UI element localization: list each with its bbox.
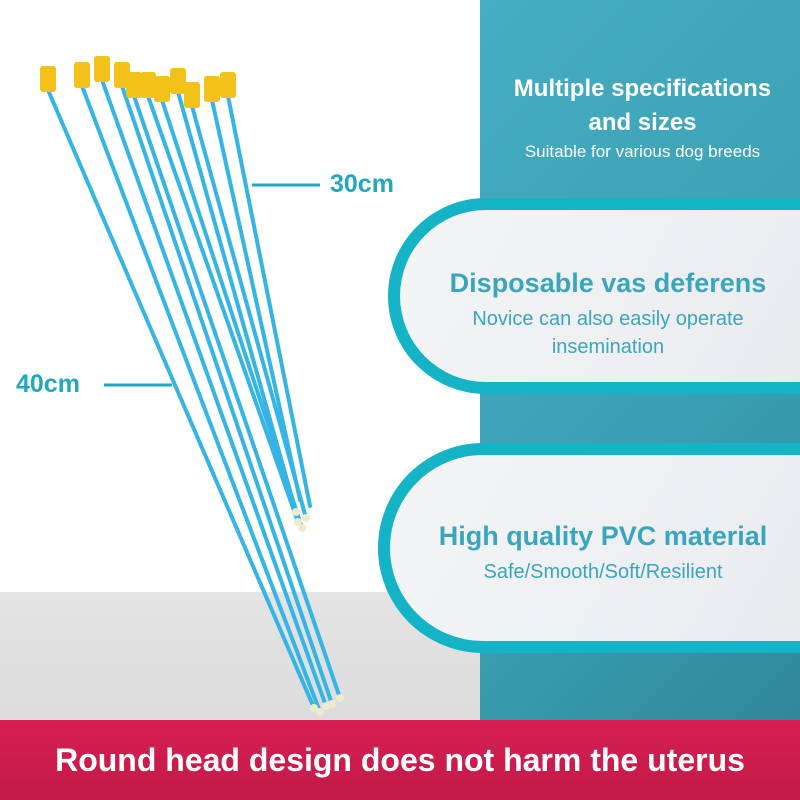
feature-card-disposable: Disposable vas deferens Novice can also … bbox=[388, 198, 800, 394]
feature-title: High quality PVC material bbox=[438, 521, 768, 551]
header-title-line1: Multiple specifications bbox=[513, 75, 772, 102]
length-label-30cm: 30cm bbox=[330, 170, 394, 198]
bottom-banner: Round head design does not harm the uter… bbox=[0, 720, 800, 800]
feature-desc-line1: Novice can also easily operate bbox=[472, 308, 744, 330]
header-title-line2: and sizes bbox=[588, 109, 697, 136]
header-subtitle: Suitable for various dog breeds bbox=[524, 142, 761, 161]
feature-title: Disposable vas deferens bbox=[449, 268, 767, 298]
feature-card-pvc: High quality PVC material Safe/Smooth/So… bbox=[378, 443, 800, 653]
feature-desc: Safe/Smooth/Soft/Resilient bbox=[483, 561, 723, 583]
header-block: Multiple specifications and sizes Suitab… bbox=[485, 72, 800, 162]
length-label-40cm: 40cm bbox=[16, 370, 80, 398]
feature-desc-line2: insemination bbox=[551, 336, 665, 358]
catheters-illustration bbox=[40, 56, 344, 716]
